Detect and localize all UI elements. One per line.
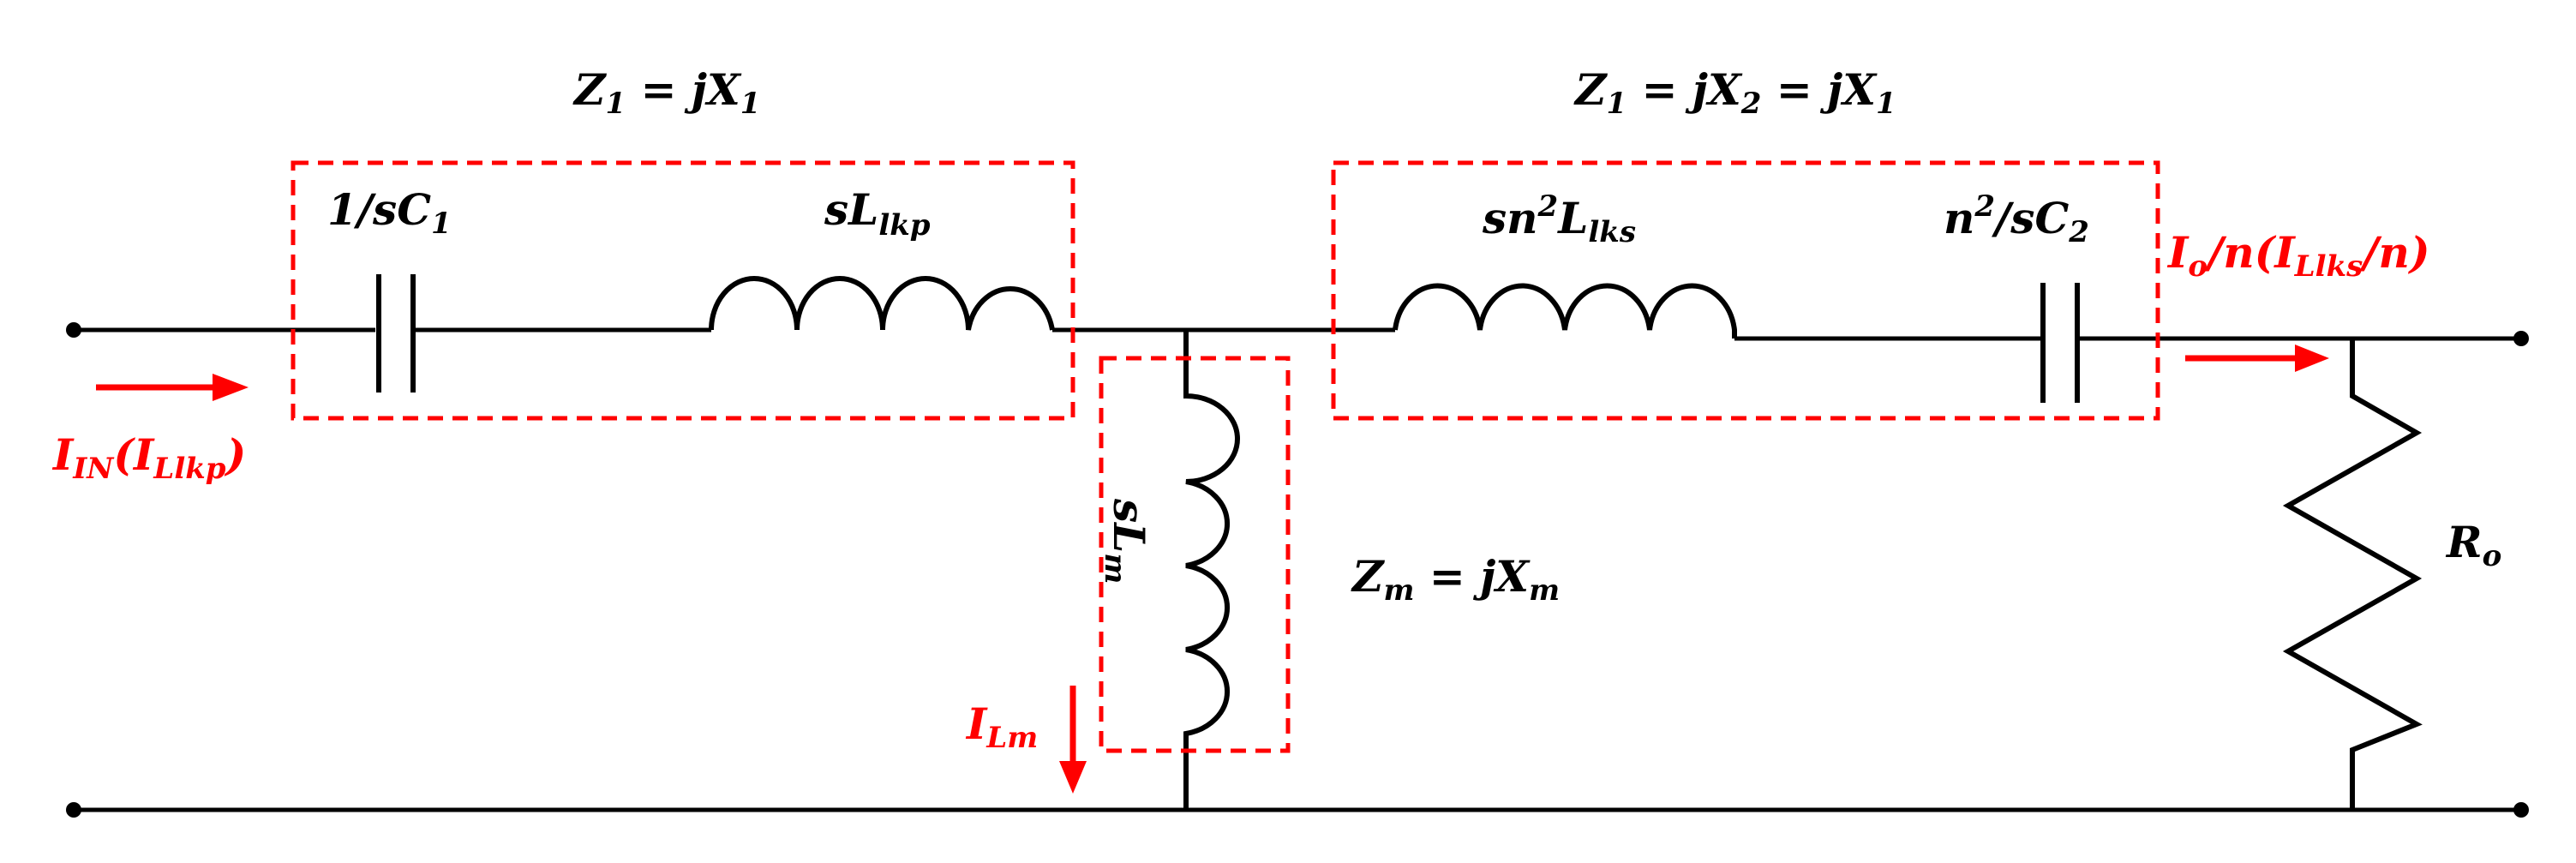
label-c2: n2/sC2 <box>1944 189 2089 249</box>
output-terminal-bottom <box>2513 802 2529 818</box>
dashed-boxes <box>291 160 2160 753</box>
label-lm: sLm <box>1098 498 1154 584</box>
z1-left-box <box>291 160 1075 421</box>
resistor-ro <box>2282 339 2423 810</box>
inductor-llkp <box>709 276 1055 331</box>
output-terminal-top <box>2513 331 2529 346</box>
label-ro: Ro <box>2445 517 2501 573</box>
current-arrow-in <box>96 374 249 401</box>
label-llks: sn2Llks <box>1482 189 1636 249</box>
current-arrow-out <box>2185 345 2329 372</box>
inductor-llks <box>1393 283 1737 339</box>
label-zm: Zm = jXm <box>1351 551 1560 608</box>
label-llkp: sLlkp <box>824 184 931 243</box>
zm-box <box>1099 356 1291 753</box>
label-ilm: ILm <box>965 698 1038 755</box>
label-z1-left: Z1 = jX1 <box>572 64 760 121</box>
capacitor-c2 <box>2040 283 2080 403</box>
current-arrow-lm <box>1059 686 1087 794</box>
label-iin: IIN(ILlkp) <box>51 429 246 486</box>
label-io: Io/n(ILlks/n) <box>2166 227 2430 284</box>
label-z1-right: Z1 = jX2 = jX1 <box>1573 64 1896 121</box>
input-terminal-top <box>66 322 81 338</box>
z1-right-box <box>1331 160 2160 421</box>
input-terminal-bottom <box>66 802 81 818</box>
label-c1: 1/sC1 <box>327 184 452 241</box>
capacitor-c1 <box>376 274 416 393</box>
top-wire <box>74 327 2521 341</box>
inductor-lm <box>1183 330 1240 810</box>
